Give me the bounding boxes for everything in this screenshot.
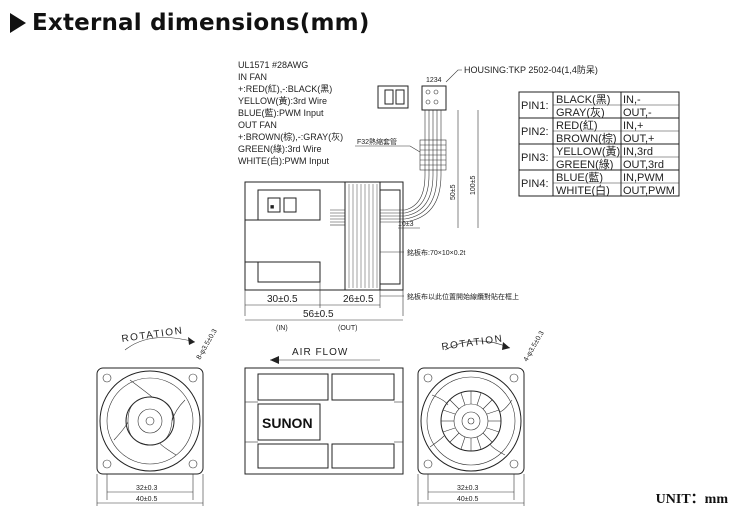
front-dim-outer: 40±0.5	[136, 496, 157, 503]
svg-text:■: ■	[270, 204, 274, 211]
front-holes-label: 8-φ3.5±0.3	[196, 328, 219, 361]
pin-table-wire-color: WHITE(白)	[556, 183, 610, 197]
page-title-text: External dimensions(mm)	[32, 10, 370, 36]
pin-table-wire-color: BLACK(黑)	[556, 93, 610, 106]
wire-length-long-dim: 100±5	[470, 175, 477, 195]
wire-spec-line: +:BROWN(棕),-:GRAY(灰)	[238, 131, 343, 142]
connector-pin-numbers: 1234	[426, 77, 442, 84]
pin-table-wire-func: OUT,-	[623, 107, 652, 119]
pin-table: PIN1: BLACK(黑) IN,- GRAY(灰) OUT,- PIN2: …	[518, 91, 680, 197]
pin-table-wire-func: IN,PWM	[623, 172, 664, 184]
wire-length-short-dim: 50±5	[450, 184, 457, 200]
wire-spec-line: IN FAN	[238, 72, 267, 82]
side-view: ■ 銘板布:70×10×0.2t 銘板布以此位置開始線纜對貼在框上 30±0.5…	[244, 181, 519, 332]
wire-spec-line: BLUE(藍):PWM Input	[238, 107, 324, 118]
dim-in-length: 30±0.5	[267, 294, 298, 305]
triangle-bullet-icon	[10, 13, 26, 33]
connector-drawing: 1234 HOUSING:TKP 2502-04(1,4防呆) F32熱縮套管 …	[330, 64, 598, 229]
pin-table-wire-color: BROWN(棕)	[556, 131, 617, 145]
airflow-label: AIR FLOW	[292, 347, 348, 358]
unit-label: UNIT：mm	[655, 492, 728, 507]
pin-table-pin: PIN2:	[521, 126, 549, 138]
rear-rotation-label: ROTATION	[441, 333, 504, 353]
front-dim-inner: 32±0.3	[136, 485, 157, 492]
dim-out-length: 26±0.5	[343, 294, 374, 305]
wire-spec-line: OUT FAN	[238, 120, 277, 130]
brand-label: SUNON	[262, 415, 313, 431]
pin-table-wire-func: OUT,3rd	[623, 159, 664, 171]
wire-spec-line: WHITE(白):PWM Input	[238, 155, 330, 166]
pin-table-wire-func: IN,3rd	[623, 146, 653, 158]
pin-table-wire-color: BLUE(藍)	[556, 171, 603, 184]
wire-spec-line: GREEN(綠):3rd Wire	[238, 143, 322, 154]
pin-table-wire-color: RED(紅)	[556, 119, 598, 132]
rear-holes-label: 4-φ3.5±0.3	[523, 330, 546, 363]
dim-total-length: 56±0.5	[303, 309, 334, 320]
front-view: ROTATION 8-φ3.5±0.3 32±0.3 40±0.5	[96, 325, 219, 506]
pin-table-wire-func: IN,-	[623, 94, 641, 106]
pin-table-wire-func: OUT,+	[623, 133, 654, 145]
housing-label: HOUSING:TKP 2502-04(1,4防呆)	[464, 64, 598, 75]
strip-length-dim: 10±3	[398, 221, 414, 228]
out-label: (OUT)	[338, 325, 357, 332]
pin-table-pin: PIN1:	[521, 100, 549, 112]
heat-shrink-tube-label: F32熱縮套管	[357, 137, 397, 146]
pin-table-wire-color: YELLOW(黃)	[556, 145, 620, 158]
pin-table-wire-func: OUT,PWM	[623, 185, 675, 197]
wire-spec-line: UL1571 #28AWG	[238, 60, 308, 70]
pin-table-pin: PIN4:	[521, 178, 549, 190]
wire-spec: UL1571 #28AWG IN FAN +:RED(紅),-:BLACK(黑)…	[238, 60, 343, 166]
front-rotation-label: ROTATION	[121, 325, 184, 345]
rear-dim-inner: 32±0.3	[457, 485, 478, 492]
rear-dim-outer: 40±0.5	[457, 496, 478, 503]
wire-spec-line: YELLOW(黃):3rd Wire	[238, 95, 327, 106]
pin-table-wire-color: GRAY(灰)	[556, 105, 605, 119]
in-label: (IN)	[276, 325, 288, 332]
middle-view: AIR FLOW SUNON	[244, 347, 404, 475]
label-spec: 銘板布:70×10×0.2t	[407, 248, 465, 257]
rear-view: ROTATION 4-φ3.5±0.3 32±0.3 40±0.5	[417, 330, 546, 506]
pin-table-pin: PIN3:	[521, 152, 549, 164]
page-title: External dimensions(mm)	[10, 6, 370, 40]
label-note: 銘板布以此位置開始線纜對貼在框上	[407, 292, 519, 301]
wire-spec-line: +:RED(紅),-:BLACK(黑)	[238, 84, 332, 94]
pin-table-wire-color: GREEN(綠)	[556, 158, 613, 171]
pin-table-wire-func: IN,+	[623, 120, 643, 132]
